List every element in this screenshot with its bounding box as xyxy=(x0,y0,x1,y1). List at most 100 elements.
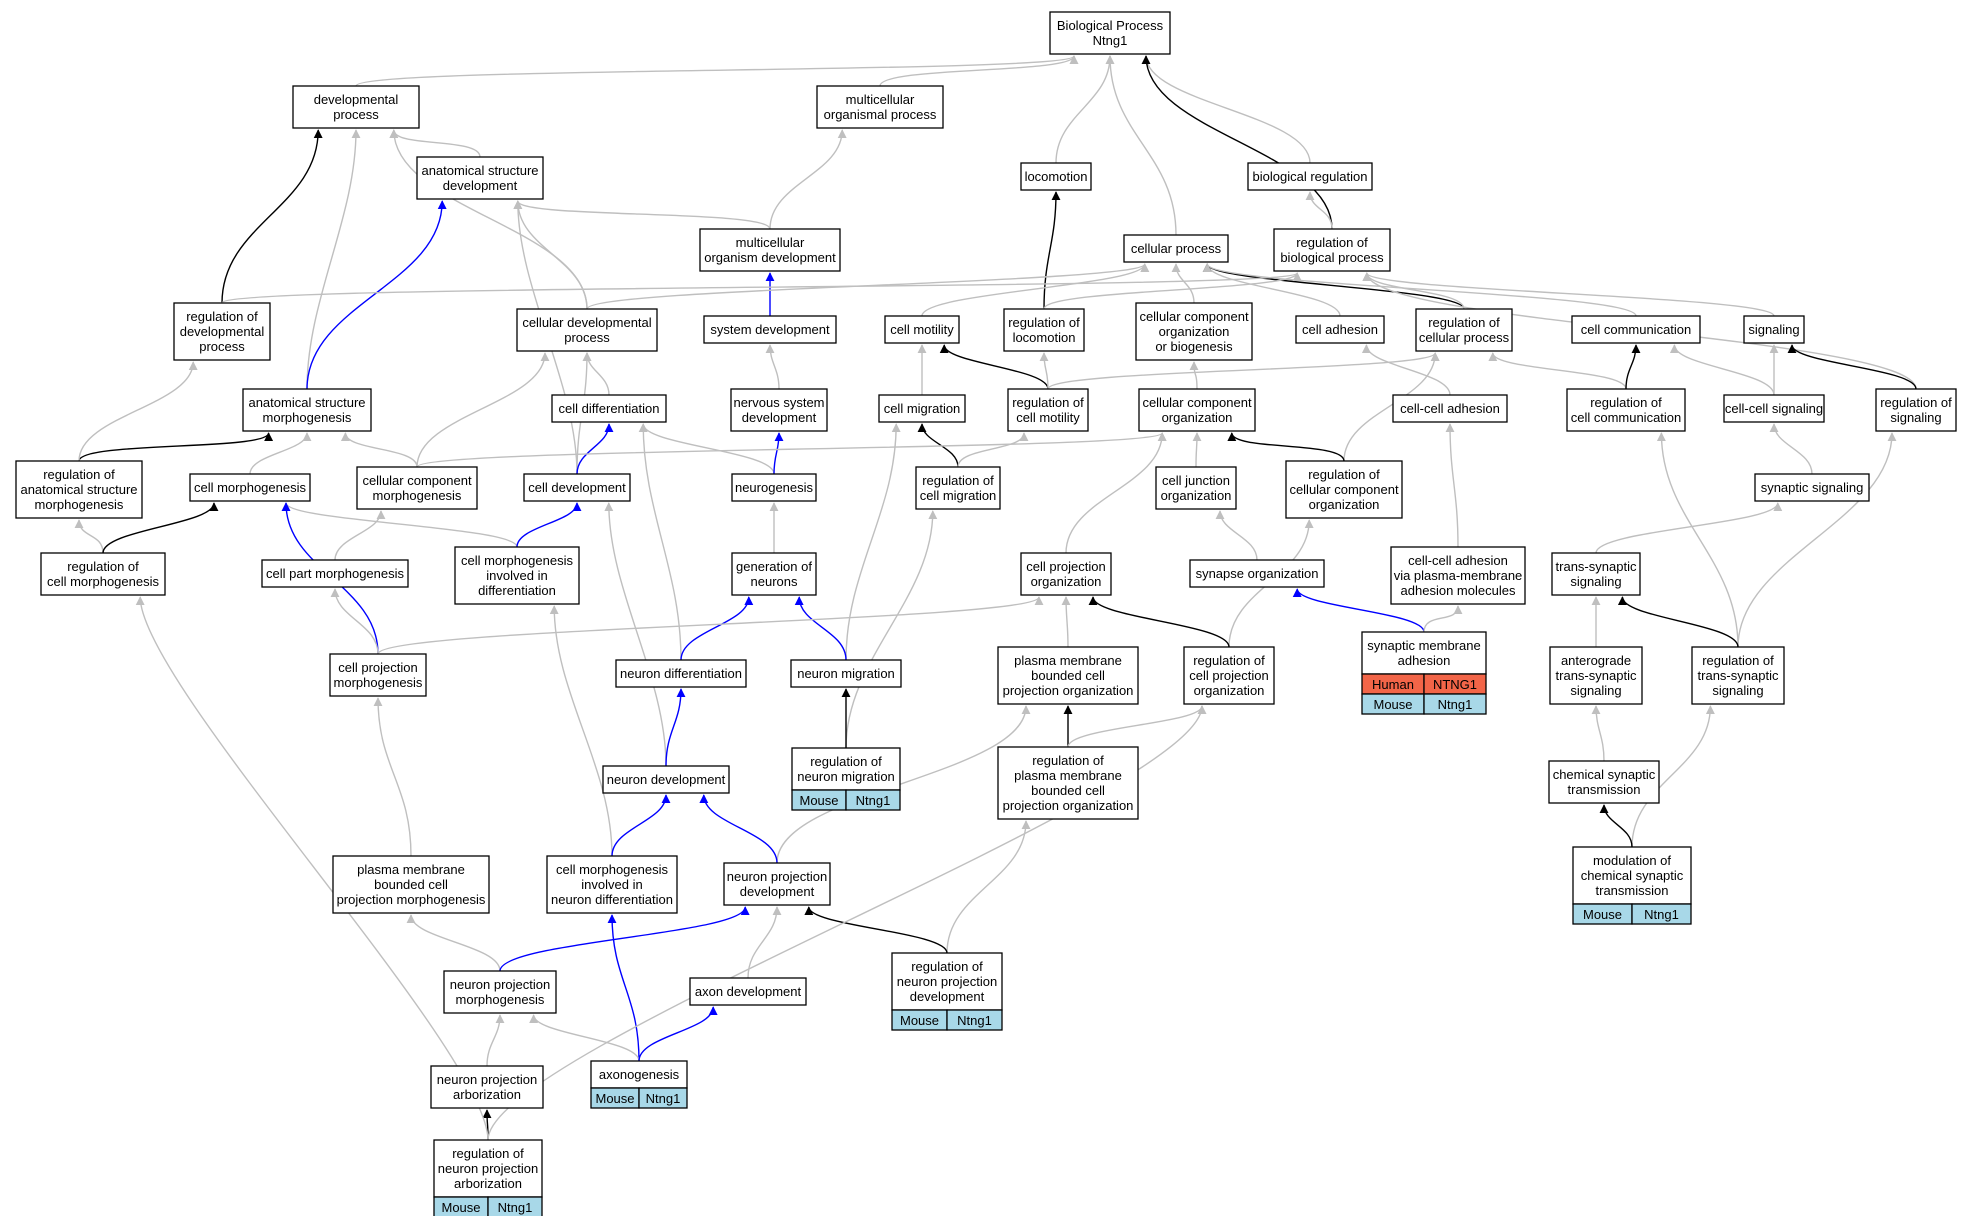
term-box xyxy=(730,388,828,432)
go-term-loco[interactable]: locomotion xyxy=(1020,162,1092,191)
go-term-neurog[interactable]: neurogenesis xyxy=(731,473,817,502)
edge-rnmig-to-rcmig xyxy=(845,510,938,749)
edge-rbp-to-breg xyxy=(1305,191,1333,230)
species-label: Mouse xyxy=(1583,907,1622,922)
term-box xyxy=(1743,315,1805,344)
go-term-nmig[interactable]: neuron migration xyxy=(790,659,902,688)
go-term-ccsig[interactable]: cell-cell signaling xyxy=(1723,394,1825,423)
go-term-synsig[interactable]: synaptic signaling xyxy=(1754,473,1870,502)
term-label-line: cell junction xyxy=(1162,473,1230,488)
term-label-line: arborization xyxy=(453,1087,521,1102)
term-label-line: morphogenesis xyxy=(263,410,352,425)
go-term-cp[interactable]: cellular process xyxy=(1123,234,1229,263)
go-term-cadh[interactable]: cell adhesion xyxy=(1295,315,1385,344)
go-term-sig[interactable]: signaling xyxy=(1743,315,1805,344)
go-term-breg[interactable]: biological regulation xyxy=(1247,162,1373,191)
term-label-line: neuron projection xyxy=(438,1161,538,1176)
term-label-line: cell communication xyxy=(1581,322,1692,337)
edge-neurog-to-nsd xyxy=(773,432,784,475)
term-label-line: morphogenesis xyxy=(373,488,462,503)
go-term-cdiff[interactable]: cell differentiation xyxy=(551,394,667,423)
term-label-line: process xyxy=(199,339,245,354)
term-label-line: cellular component xyxy=(1142,395,1252,410)
go-term-sd[interactable]: system development xyxy=(703,315,837,344)
edge-pmbcpm-to-cpmorph xyxy=(373,697,412,857)
term-box xyxy=(1123,234,1229,263)
go-term-ndev[interactable]: neuron development xyxy=(602,765,730,794)
go-term-cpm[interactable]: cell part morphogenesis xyxy=(261,559,409,588)
edge-rcmot-to-rloco xyxy=(1039,352,1049,390)
edge-asm-to-dp xyxy=(306,129,361,390)
term-label-line: regulation of xyxy=(1308,467,1380,482)
edge-loco-to-bp xyxy=(1055,55,1115,164)
go-term-cdev[interactable]: cell development xyxy=(523,473,631,502)
gene-symbol-cell xyxy=(487,1196,543,1216)
go-term-ndiff[interactable]: neuron differentiation xyxy=(615,659,747,688)
term-box xyxy=(790,659,902,688)
go-term-axd[interactable]: axon development xyxy=(689,977,807,1006)
go-term-cmot[interactable]: cell motility xyxy=(884,315,960,344)
term-label-line: projection morphogenesis xyxy=(337,892,486,907)
term-label-line: morphogenesis xyxy=(456,992,545,1007)
go-term-cmorph[interactable]: cell morphogenesis xyxy=(189,473,311,502)
go-term-ccomm[interactable]: cell communication xyxy=(1571,315,1701,344)
term-label-line: cell adhesion xyxy=(1302,322,1378,337)
term-box xyxy=(546,855,678,914)
term-box xyxy=(173,302,271,361)
edge-rtss-to-rccomm xyxy=(1656,432,1739,648)
go-term-ccadh[interactable]: cell-cell adhesion xyxy=(1392,394,1508,423)
go-term-synorg[interactable]: synapse organization xyxy=(1189,559,1325,588)
edge-ndev-to-ndiff xyxy=(665,688,686,767)
term-box xyxy=(189,473,311,502)
go-term-cmig[interactable]: cell migration xyxy=(878,394,966,423)
term-label-line: cell-cell adhesion xyxy=(1400,401,1500,416)
edge-ccomm-to-cp xyxy=(1202,263,1637,317)
